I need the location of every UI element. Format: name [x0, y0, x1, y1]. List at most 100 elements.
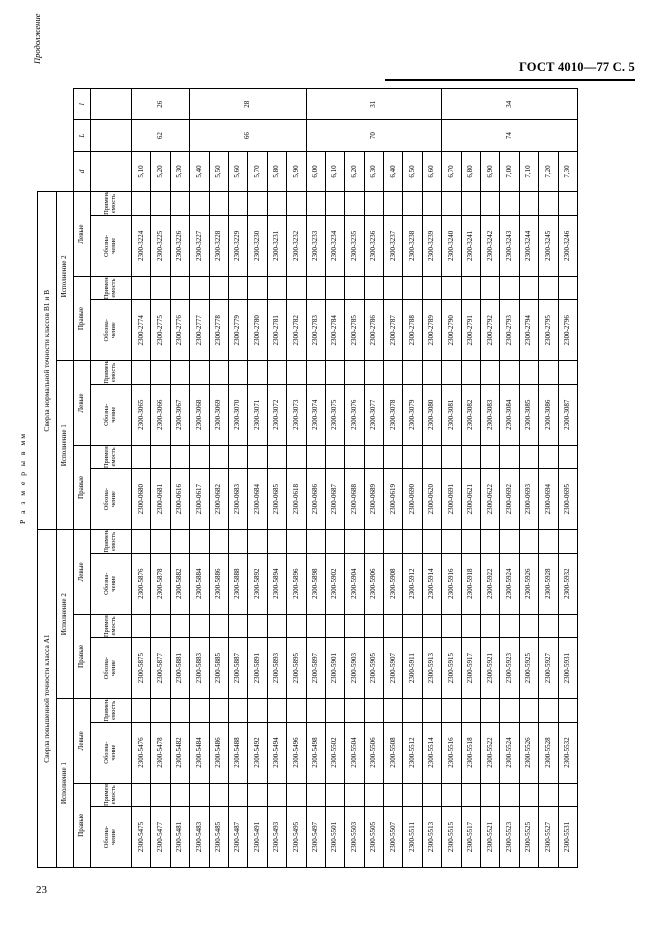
cell-applicability: [170, 360, 190, 385]
cell-applicability: [344, 360, 365, 385]
cell-b-e2-left: 2300-3224: [131, 215, 151, 277]
cell-applicability: [170, 276, 190, 300]
cell-applicability: [209, 360, 229, 385]
cell-a1-e1-left: 2300-5532: [558, 722, 578, 784]
cell-a1-e1-left: 2300-5498: [306, 722, 326, 784]
cell-d: 6,80: [461, 151, 481, 192]
cell-applicability: [286, 360, 307, 385]
cell-applicability: [558, 614, 578, 638]
cell-b-e2-right: 2300-2788: [402, 299, 423, 361]
cell-applicability: [306, 191, 326, 216]
colhead-L: [90, 119, 132, 152]
cell-applicability: [267, 614, 287, 638]
cell-b-e1-left: 2300-3068: [189, 384, 210, 446]
cell-d: 5,70: [247, 151, 268, 192]
cell-a1-e1-right: 2300-5505: [364, 806, 384, 868]
cell-applicability: [306, 783, 326, 807]
colhead-d: [90, 151, 132, 192]
cell-applicability: [499, 783, 520, 807]
cell-applicability: [538, 614, 559, 638]
cell-a1-e1-left: 2300-5514: [422, 722, 442, 784]
cell-b-e2-left: 2300-3246: [558, 215, 578, 277]
param-spacer-l: [38, 89, 57, 120]
cell-b-e2-left: 2300-3236: [364, 215, 384, 277]
cell-applicability: [422, 529, 442, 554]
cell-applicability: [422, 783, 442, 807]
cell-applicability: [306, 445, 326, 469]
cell-b-e1-left: 2300-3073: [286, 384, 307, 446]
cell-applicability: [538, 360, 559, 385]
table-header-row-executions: Исполнение 1 Исполнение 2 Исполнение 1 И…: [56, 89, 74, 868]
cell-b-e2-left: 2300-3238: [402, 215, 423, 277]
cell-b-e1-left: 2300-3070: [228, 384, 248, 446]
cell-b-e2-right: 2300-2790: [441, 299, 462, 361]
cell-a1-e1-left: 2300-5528: [538, 722, 559, 784]
cell-b-e1-left: 2300-3083: [480, 384, 500, 446]
cell-applicability: [480, 614, 500, 638]
cell-a1-e2-left: 2300-5876: [131, 553, 151, 615]
cell-a1-e1-right: 2300-5503: [344, 806, 365, 868]
cell-applicability: [247, 614, 268, 638]
cell-a1-e1-left: 2300-5522: [480, 722, 500, 784]
cell-a1-e2-right: 2300-5891: [247, 637, 268, 699]
cell-applicability: [558, 783, 578, 807]
cell-b-e1-left: 2300-3079: [402, 384, 423, 446]
cell-b-e1-right: 2300-0689: [364, 468, 384, 530]
cell-b-e2-right: 2300-2782: [286, 299, 307, 361]
cell-b-e2-left: 2300-3227: [189, 215, 210, 277]
cell-b-e1-right: 2300-0617: [189, 468, 210, 530]
cell-applicability: [247, 445, 268, 469]
cell-a1-e2-left: 2300-5882: [170, 553, 190, 615]
cell-applicability: [538, 276, 559, 300]
cell-applicability: [267, 783, 287, 807]
cell-applicability: [480, 529, 500, 554]
cell-applicability: [228, 529, 248, 554]
cell-b-e2-right: 2300-2777: [189, 299, 210, 361]
cell-applicability: [209, 698, 229, 723]
cell-d: 7,30: [558, 151, 578, 192]
cell-a1-e2-right: 2300-5897: [306, 637, 326, 699]
cell-a1-e1-right: 2300-5515: [441, 806, 462, 868]
cell-d: 7,00: [499, 151, 520, 192]
cell-applicability: [131, 783, 151, 807]
cell-applicability: [383, 191, 403, 216]
cell-applicability: [150, 529, 171, 554]
cell-applicability: [402, 783, 423, 807]
hand-a1e2-right: Правые: [73, 614, 91, 699]
cell-l: 31: [306, 88, 442, 120]
cell-d: 5,50: [209, 151, 229, 192]
cell-b-e1-left: 2300-3074: [306, 384, 326, 446]
cell-applicability: [364, 276, 384, 300]
hand-a1e1-left: Левые: [73, 698, 91, 784]
cell-b-e1-left: 2300-3067: [170, 384, 190, 446]
cell-a1-e1-right: 2300-5475: [131, 806, 151, 868]
cell-applicability: [209, 445, 229, 469]
cell-a1-e2-left: 2300-5894: [267, 553, 287, 615]
cell-a1-e1-left: 2300-5524: [499, 722, 520, 784]
cell-b-e2-right: 2300-2785: [344, 299, 365, 361]
cell-b-e2-right: 2300-2783: [306, 299, 326, 361]
cell-b-e2-left: 2300-3226: [170, 215, 190, 277]
cell-b-e1-left: 2300-3077: [364, 384, 384, 446]
cell-b-e1-right: 2300-0694: [538, 468, 559, 530]
cell-applicability: [538, 698, 559, 723]
cell-applicability: [383, 698, 403, 723]
cell-applicability: [286, 783, 307, 807]
cell-applicability: [499, 276, 520, 300]
cell-applicability: [286, 614, 307, 638]
cell-applicability: [402, 698, 423, 723]
cell-b-e1-right: 2300-0682: [209, 468, 229, 530]
cell-applicability: [441, 360, 462, 385]
cell-b-e1-left: 2300-3072: [267, 384, 287, 446]
cell-applicability: [325, 191, 345, 216]
cell-applicability: [247, 698, 268, 723]
continuation-label: Продолжение: [32, 13, 42, 64]
cell-d: 6,20: [344, 151, 365, 192]
cell-applicability: [461, 445, 481, 469]
cell-a1-e1-left: 2300-5484: [189, 722, 210, 784]
cell-a1-e1-left: 2300-5482: [170, 722, 190, 784]
